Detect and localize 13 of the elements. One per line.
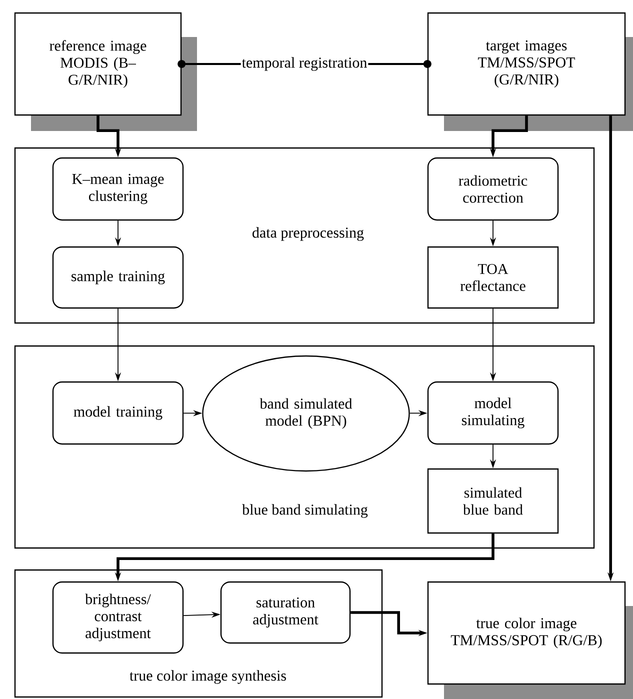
process-box: model simulating	[427, 381, 559, 445]
process-box: brightness/ contrast adjustment	[52, 581, 184, 654]
process-box: saturation adjustment	[220, 581, 351, 644]
process-box: K–mean image clustering	[52, 157, 184, 221]
process-box: radiometric correction	[427, 157, 559, 221]
process-box: TOA reflectance	[427, 246, 559, 309]
process-box: model training	[52, 381, 184, 445]
process-box: true color image TM/MSS/SPOT (R/G/B)	[427, 581, 633, 699]
edge-label: temporal registration	[240, 56, 368, 72]
process-box: reference image MODIS (B–G/R/NIR)	[14, 12, 197, 131]
process-box: simulated blue band	[427, 468, 559, 534]
process-box: sample training	[52, 246, 184, 309]
process-box: target images TM/MSS/SPOT (G/R/NIR)	[427, 12, 633, 131]
